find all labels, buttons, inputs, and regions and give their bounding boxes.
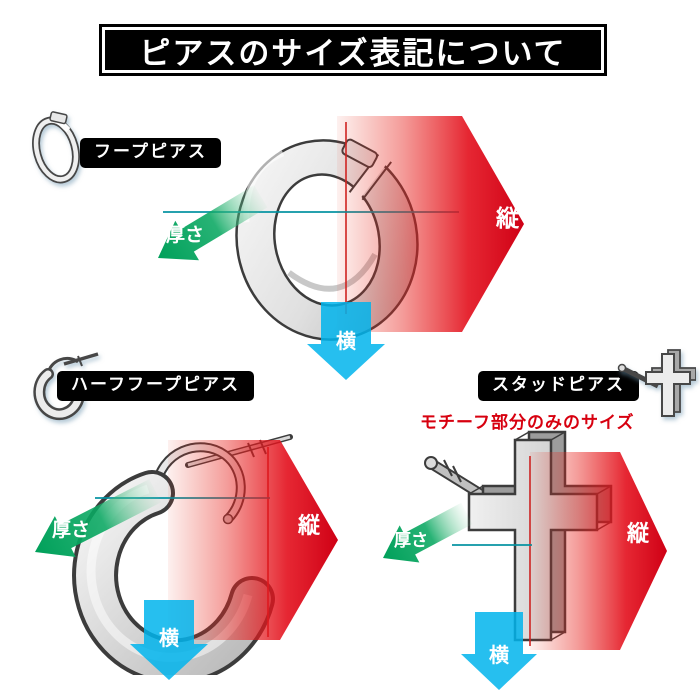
width-arrow-half-hoop: [130, 600, 208, 680]
width-arrow-shape: [130, 600, 208, 680]
height-arrow-shape: [530, 452, 667, 650]
height-arrow-shape: [337, 116, 524, 332]
width-arrow-shape: [307, 302, 385, 380]
hoop-earring-icon: [32, 111, 80, 184]
thickness-arrow-shape: [35, 479, 162, 558]
thickness-label: 厚さ: [166, 224, 205, 246]
half-hoop-section-label: ハーフフープピアス: [57, 371, 254, 401]
title-banner: ピアスのサイズ表記について: [99, 24, 607, 76]
thickness-arrow-shape: [158, 185, 268, 261]
height-label: 縦: [627, 522, 650, 547]
thickness-arrow-stud: [383, 502, 473, 563]
height-arrow-half-hoop: [168, 440, 338, 640]
width-label: 横: [336, 329, 356, 353]
stud-section-label: スタッドピアス: [478, 371, 639, 401]
height-arrow-stud: [530, 452, 667, 650]
width-arrow-shape: [461, 612, 537, 690]
stud-size-note: モチーフ部分のみのサイズ: [420, 413, 635, 433]
thickness-label: 厚さ: [52, 519, 91, 541]
half-hoop-earring-icon: [33, 352, 99, 421]
hoop-section-label: フープピアス: [80, 138, 221, 168]
width-label: 横: [489, 643, 509, 667]
stud-post-ball: [424, 456, 438, 470]
page-title: ピアスのサイズ表記について: [139, 35, 567, 72]
width-arrow-stud: [461, 612, 537, 690]
height-label: 縦: [298, 514, 321, 539]
thickness-label: 厚さ: [394, 531, 428, 551]
thickness-arrow-shape: [383, 502, 473, 563]
width-label: 横: [159, 626, 179, 650]
width-arrow-hoop: [307, 302, 385, 380]
height-arrow-hoop: [337, 116, 524, 332]
height-label: 縦: [496, 206, 519, 232]
height-arrow-shape: [168, 440, 338, 640]
horizontal-guide-line: [452, 544, 532, 546]
thickness-arrow-hoop: [158, 185, 268, 261]
stud-earring-icon: [617, 349, 696, 417]
thickness-arrow-half-hoop: [35, 479, 162, 558]
horizontal-guide-line: [163, 211, 459, 213]
